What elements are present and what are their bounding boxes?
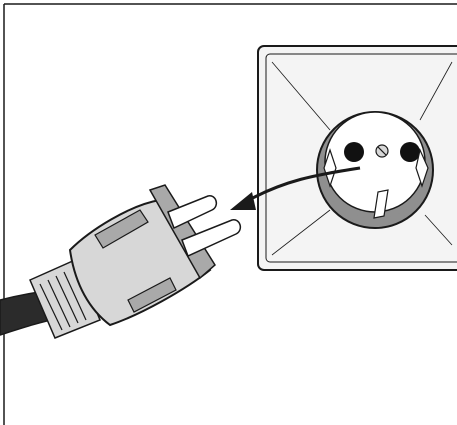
socket-recess bbox=[316, 111, 434, 229]
earthing-clip-icon bbox=[323, 148, 429, 219]
removal-arrow-icon bbox=[230, 166, 361, 210]
frame bbox=[3, 3, 457, 425]
center-screw-icon bbox=[375, 144, 389, 158]
power-plug bbox=[29, 184, 216, 339]
plug-pins bbox=[167, 195, 242, 258]
socket-holes bbox=[344, 142, 420, 162]
